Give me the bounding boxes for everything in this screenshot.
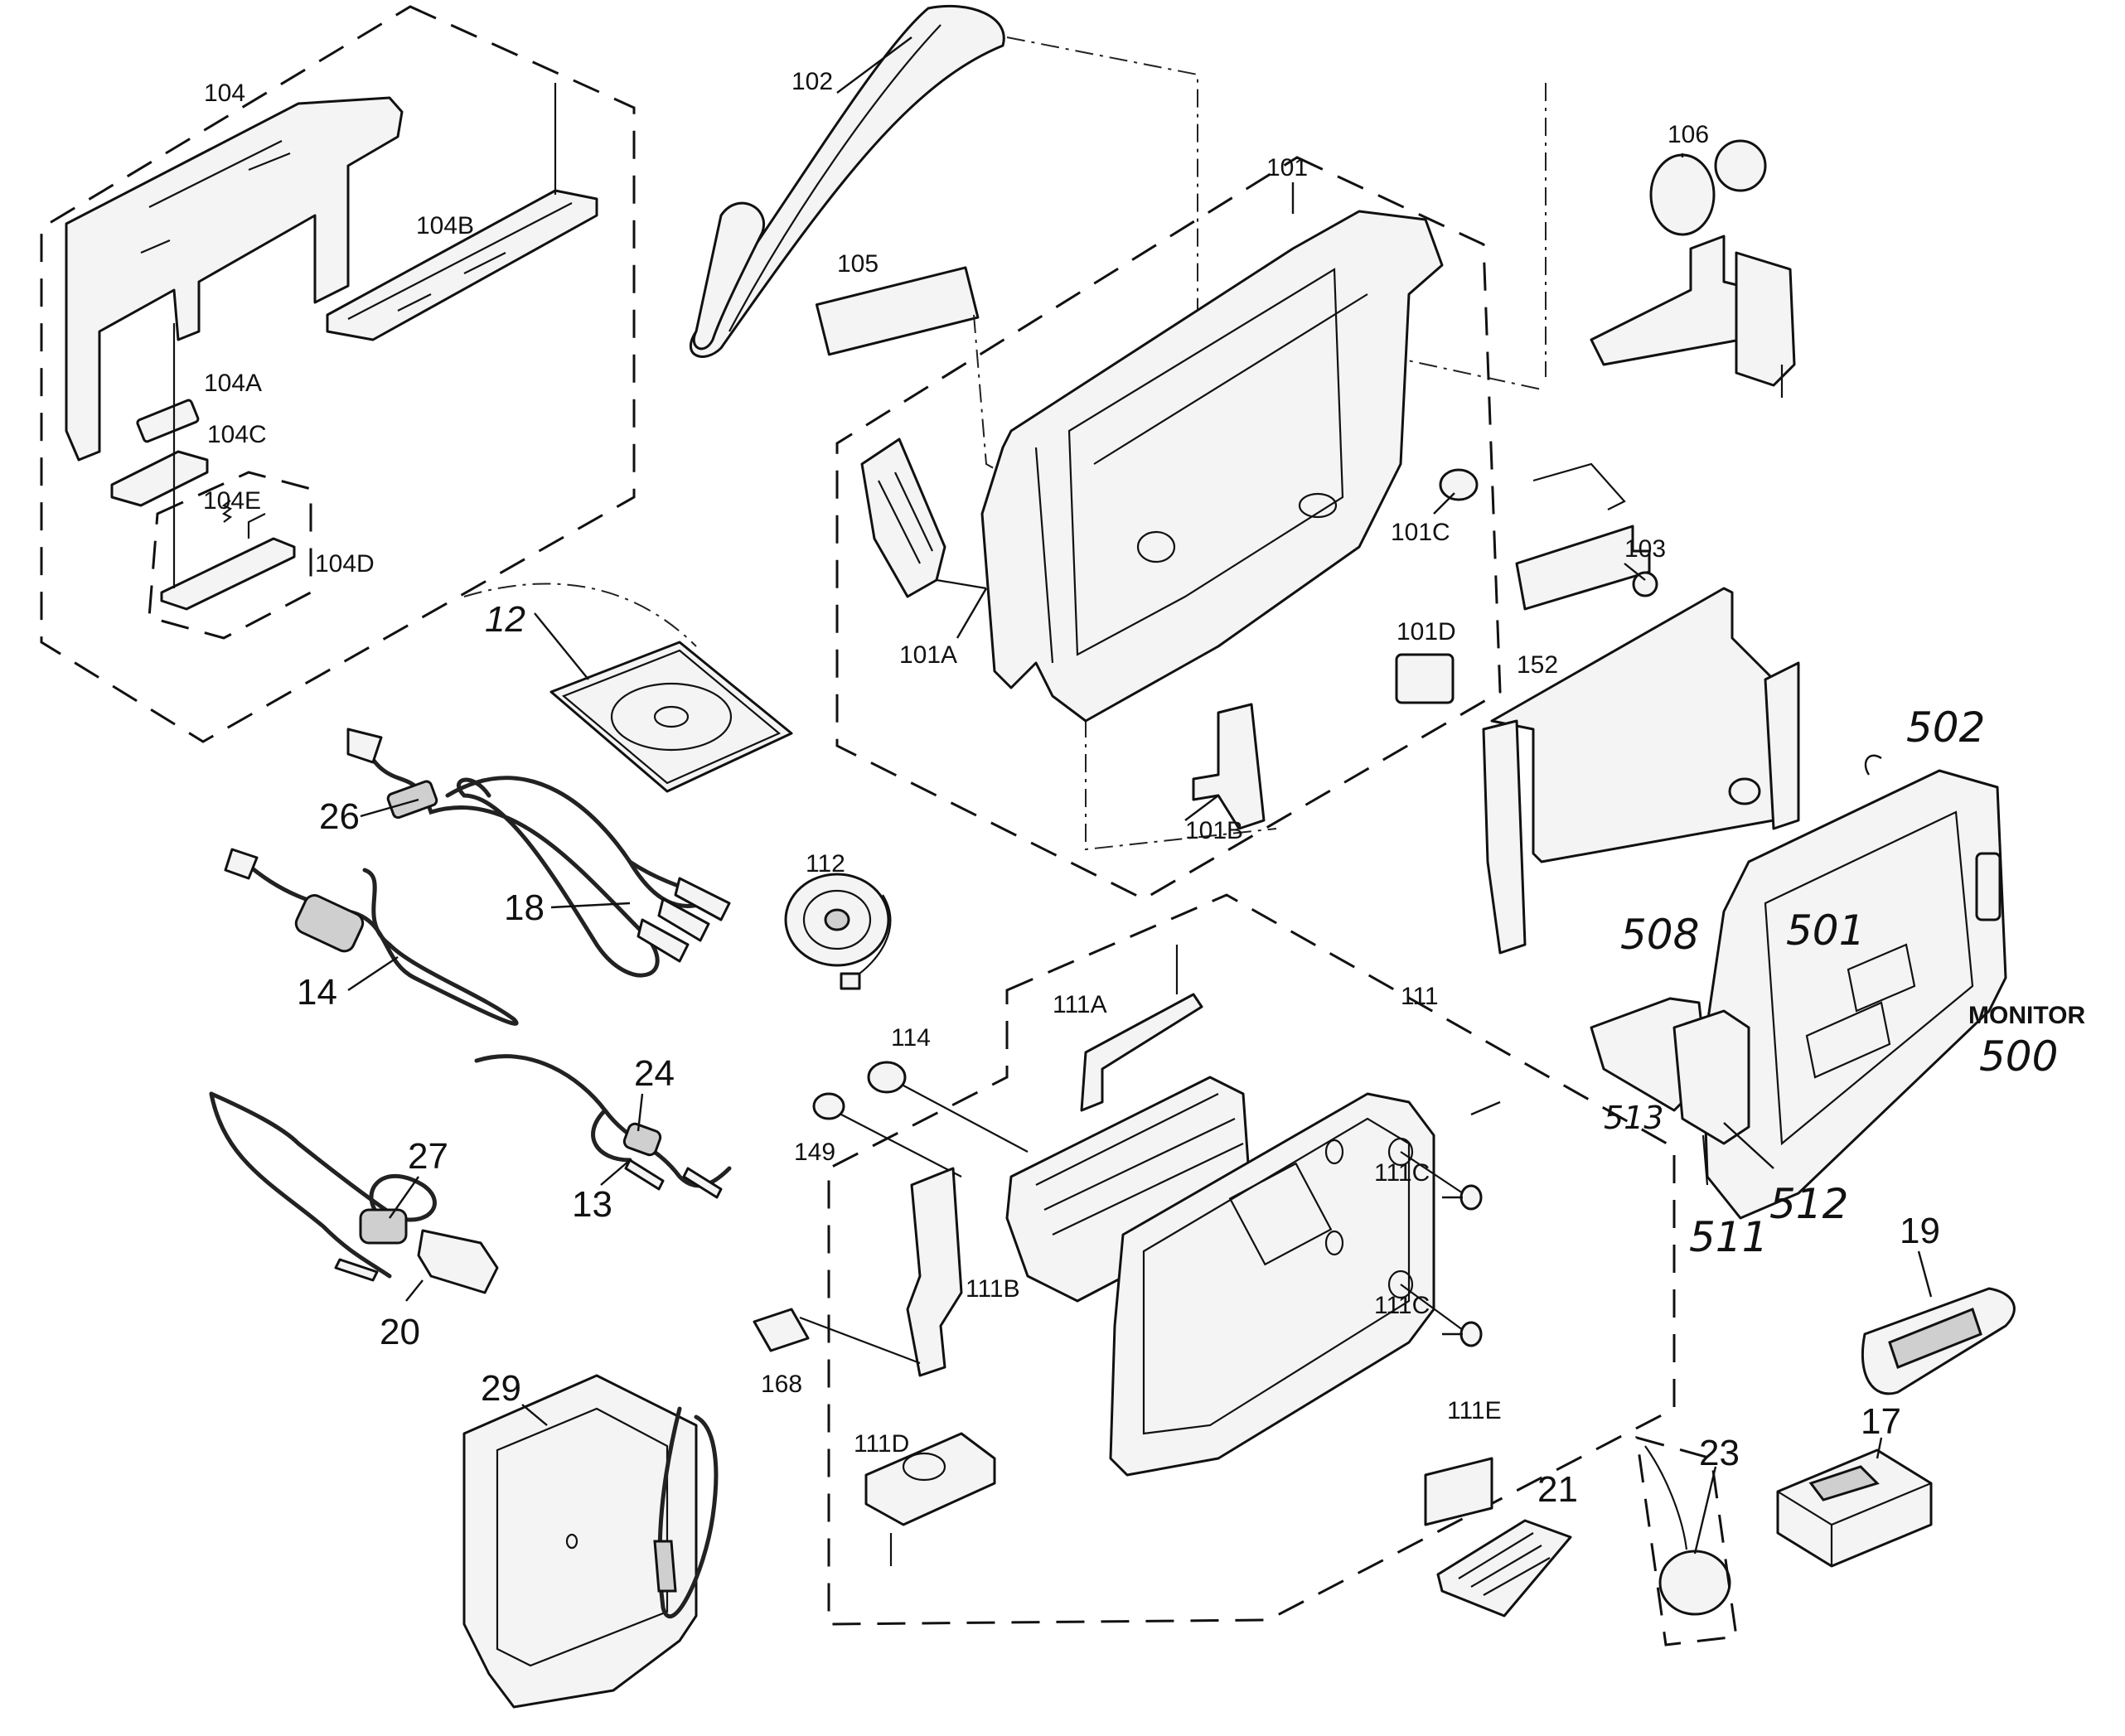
part-111C-plug-1 <box>1459 1184 1483 1211</box>
label-101C: 101C <box>1391 519 1450 546</box>
group-101-outline <box>835 156 1502 901</box>
part-111B-bracket <box>906 1167 963 1377</box>
part-512-hinge <box>1672 1009 1750 1145</box>
part-111-front-cover <box>1109 1092 1435 1477</box>
part-101-main-frame <box>980 210 1444 723</box>
label-112: 112 <box>806 850 845 878</box>
label-111: 111 <box>1401 983 1439 1010</box>
group-111 <box>753 893 1676 1626</box>
part-111C-plug-2 <box>1459 1321 1483 1347</box>
label-20: 20 <box>380 1312 420 1352</box>
label-111C-2: 111C <box>1374 1292 1430 1319</box>
part-152-bracket <box>1482 587 1800 955</box>
label-508: 508 <box>1620 911 1699 959</box>
label-101: 101 <box>1266 154 1308 181</box>
group-104-outline <box>40 5 636 743</box>
label-102: 102 <box>791 68 833 95</box>
part-24-cable <box>474 1054 732 1199</box>
part-18-av-cable <box>445 776 731 963</box>
part-101B-bracket <box>1192 703 1266 830</box>
part-21-remote <box>1436 1519 1572 1618</box>
group-104D-outline <box>148 471 312 640</box>
label-13: 13 <box>572 1184 612 1225</box>
label-18: 18 <box>504 887 545 928</box>
part-149-washer <box>812 1092 845 1120</box>
part-23-lens-cap <box>1635 1435 1738 1647</box>
label-104D: 104D <box>315 550 375 578</box>
part-104A-switch <box>136 399 200 443</box>
part-112-speaker <box>784 873 892 990</box>
part-105-label <box>815 266 980 356</box>
part-511-screw <box>1701 1134 1709 1186</box>
label-111C-1: 111C <box>1374 1159 1430 1187</box>
label-502: 502 <box>1906 704 1985 752</box>
label-512: 512 <box>1769 1180 1848 1228</box>
part-501-lcd-monitor <box>1701 769 2007 1220</box>
leader-lines <box>347 36 1933 1555</box>
label-511: 511 <box>1689 1213 1768 1261</box>
label-104C: 104C <box>207 421 267 448</box>
label-24: 24 <box>634 1053 675 1094</box>
label-104: 104 <box>204 80 245 107</box>
label-monitor: MONITOR <box>1968 1002 2085 1029</box>
group-104 <box>40 5 636 743</box>
part-104-top-cover <box>65 96 404 462</box>
part-26-av-cable <box>346 728 660 978</box>
part-101D-block <box>1395 653 1455 704</box>
part-114-washer <box>867 1061 907 1094</box>
label-111A: 111A <box>1053 991 1107 1018</box>
label-513: 513 <box>1604 1100 1664 1136</box>
label-23: 23 <box>1699 1433 1740 1473</box>
part-104C-plate <box>110 450 209 507</box>
part-14-cable <box>224 848 519 1026</box>
label-27: 27 <box>408 1136 448 1177</box>
label-104E: 104E <box>203 487 261 515</box>
label-105: 105 <box>837 250 879 278</box>
part-102-hand-strap <box>690 4 1005 358</box>
part-17-battery <box>1776 1448 1933 1568</box>
label-111E: 111E <box>1447 1397 1502 1424</box>
part-103-plate <box>1515 525 1651 611</box>
part-101A-latch <box>860 438 946 598</box>
label-168: 168 <box>761 1371 802 1398</box>
label-152: 152 <box>1517 651 1558 679</box>
label-106: 106 <box>1668 121 1709 148</box>
label-114: 114 <box>891 1024 931 1052</box>
group-101 <box>835 156 1502 901</box>
part-111E-label <box>1424 1457 1493 1526</box>
part-19-strap <box>1861 1287 2016 1395</box>
label-26: 26 <box>319 796 360 837</box>
part-101C-boss <box>1439 468 1479 501</box>
label-104A: 104A <box>204 370 262 397</box>
label-12: 12 <box>485 599 525 640</box>
label-21: 21 <box>1537 1469 1578 1510</box>
part-106-switch-assembly <box>1590 139 1796 398</box>
group-111-upper-outline <box>827 893 1676 1626</box>
label-101D: 101D <box>1396 618 1456 646</box>
part-27-cable <box>209 1091 499 1294</box>
part-103-screw <box>1632 571 1658 597</box>
part-104D-bracket <box>160 537 296 611</box>
part-labels: 104 104B 104A 104C 104E 104D 102 101 105… <box>203 68 2085 1510</box>
label-17: 17 <box>1861 1401 1901 1442</box>
label-500: 500 <box>1979 1032 2058 1081</box>
part-168-pad <box>753 1308 810 1352</box>
label-101A: 101A <box>899 641 957 669</box>
label-104B: 104B <box>416 212 474 239</box>
part-12-cd-case <box>463 583 793 793</box>
part-111A-bracket <box>1080 993 1203 1112</box>
label-19: 19 <box>1900 1211 1940 1251</box>
label-149: 149 <box>794 1139 835 1166</box>
label-14: 14 <box>297 972 337 1013</box>
part-20-connector <box>417 1229 499 1294</box>
label-29: 29 <box>481 1368 521 1409</box>
label-111B: 111B <box>966 1275 1020 1303</box>
label-103: 103 <box>1624 535 1666 563</box>
label-111D: 111D <box>854 1430 909 1458</box>
part-29-ac-adapter <box>462 1374 719 1709</box>
part-104E-spring <box>221 500 233 523</box>
label-101B: 101B <box>1185 817 1243 844</box>
label-501: 501 <box>1786 907 1865 955</box>
